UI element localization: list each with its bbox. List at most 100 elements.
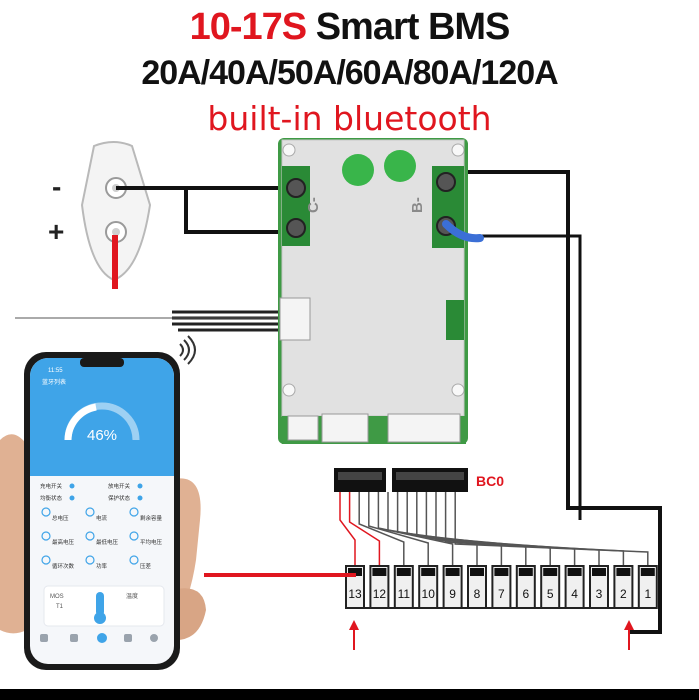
cell-2: 2 xyxy=(613,565,634,609)
cell-label: 1 xyxy=(644,587,651,601)
ntc-cable xyxy=(172,310,280,332)
metric-label: 最高电压 xyxy=(52,538,75,546)
phone-bottom-nav[interactable] xyxy=(40,633,158,643)
cell-label: 10 xyxy=(422,587,436,601)
cell-7: 7 xyxy=(491,565,512,609)
cell-10: 10 xyxy=(418,565,439,609)
sense-wire xyxy=(348,492,381,566)
metric-icon xyxy=(85,507,95,517)
sense-wire xyxy=(358,492,405,566)
arrow-up-left xyxy=(349,620,359,650)
sense-wire xyxy=(387,492,478,566)
bottom-bar xyxy=(0,689,699,700)
app-title: 蓝牙列表 xyxy=(42,378,66,386)
nav-profile-icon[interactable] xyxy=(150,634,158,642)
cell-label: 7 xyxy=(498,587,505,601)
metric-label: 压差 xyxy=(140,562,152,570)
battery-gauge-fill xyxy=(64,403,97,441)
metric-label: 总电压 xyxy=(52,514,69,522)
stat-indicator xyxy=(137,495,143,501)
metric-label: 最低电压 xyxy=(96,538,119,546)
metric-icon xyxy=(129,507,139,517)
battery-percentage: 46% xyxy=(87,427,117,444)
metric-label: 功率 xyxy=(96,562,108,570)
sense-wire xyxy=(406,492,527,566)
cell-label: 5 xyxy=(547,587,554,601)
title-product-name: Smart BMS xyxy=(315,6,511,48)
stat-indicator xyxy=(137,483,143,489)
phone-time: 11:55 xyxy=(48,368,63,374)
cell-label: 11 xyxy=(398,587,411,601)
metric-icon xyxy=(41,531,51,541)
metric-label: 剩余容量 xyxy=(140,514,163,522)
cell-label: 8 xyxy=(474,587,481,601)
balance-connectors xyxy=(334,468,468,492)
cell-3: 3 xyxy=(589,565,609,609)
sense-wires xyxy=(339,492,649,566)
sense-wire xyxy=(454,492,649,566)
sense-wire xyxy=(377,492,454,566)
cell-label: 2 xyxy=(620,587,627,601)
wireless-icon xyxy=(179,335,196,365)
stat-label: 保护状态 xyxy=(108,494,131,502)
sense-wire xyxy=(339,492,356,566)
metric-icon xyxy=(129,531,139,541)
temp-label-t1: T1 xyxy=(56,604,64,610)
sense-wire xyxy=(416,492,551,566)
metric-icon xyxy=(41,507,51,517)
metric-label: 平均电压 xyxy=(140,538,163,546)
stat-indicator xyxy=(69,483,75,489)
metric-label: 电流 xyxy=(96,514,108,522)
cell-label: 9 xyxy=(449,587,456,601)
cell-13: 13 xyxy=(345,565,365,609)
wire-b-minus xyxy=(440,170,662,634)
metric-icon xyxy=(129,555,139,565)
cell-5: 5 xyxy=(540,565,561,609)
sense-wire xyxy=(368,492,429,566)
cell-row: 13 12 11 10 9 8 7 6 5 4 3 2 1 xyxy=(345,565,658,609)
temp-label-temp: 温度 xyxy=(126,592,138,600)
cell-label: 13 xyxy=(348,587,362,601)
connector-label: BC0 xyxy=(476,473,504,489)
sense-wire xyxy=(425,492,576,566)
sense-wire xyxy=(444,492,625,566)
bms-board xyxy=(278,138,484,444)
cell-11: 11 xyxy=(393,565,414,609)
metric-icon xyxy=(85,555,95,565)
current-ratings: 20A/40A/50A/60A/80A/120A xyxy=(141,54,558,92)
stat-label: 均衡状态 xyxy=(40,494,63,502)
metric-label: 循环次数 xyxy=(52,562,75,570)
temp-label-mos: MOS xyxy=(50,594,64,600)
nav-home-icon[interactable] xyxy=(40,634,48,642)
nav-center-icon[interactable] xyxy=(97,633,107,643)
stat-label: 充电开关 xyxy=(40,482,63,490)
arrow-up-right xyxy=(624,620,634,650)
title-series-count: 10-17S xyxy=(189,6,308,48)
battery-terminal xyxy=(80,141,152,289)
cell-label: 4 xyxy=(571,587,578,601)
battery-plus-label: + xyxy=(48,216,64,247)
cell-4: 4 xyxy=(564,565,585,609)
cell-9: 9 xyxy=(442,565,463,609)
c-minus-label: C- xyxy=(305,197,322,213)
wire-b-minus-secondary xyxy=(456,234,582,520)
metric-icon xyxy=(85,531,95,541)
cell-label: 12 xyxy=(373,587,387,601)
cell-8: 8 xyxy=(467,565,487,609)
product-title: 10-17S Smart BMS xyxy=(0,6,699,49)
b-minus-label: B- xyxy=(409,197,426,213)
stat-label: 放电开关 xyxy=(108,482,131,490)
wire-c-minus-loop xyxy=(184,188,296,234)
bluetooth-subtitle: built-in bluetooth xyxy=(207,99,492,138)
cell-6: 6 xyxy=(515,565,536,609)
cell-label: 6 xyxy=(522,587,529,601)
metric-icon xyxy=(41,555,51,565)
nav-settings-icon[interactable] xyxy=(124,634,132,642)
sense-wire xyxy=(396,492,503,566)
cell-1: 1 xyxy=(637,565,658,609)
cell-label: 3 xyxy=(596,587,603,601)
nav-data-icon[interactable] xyxy=(70,634,78,642)
